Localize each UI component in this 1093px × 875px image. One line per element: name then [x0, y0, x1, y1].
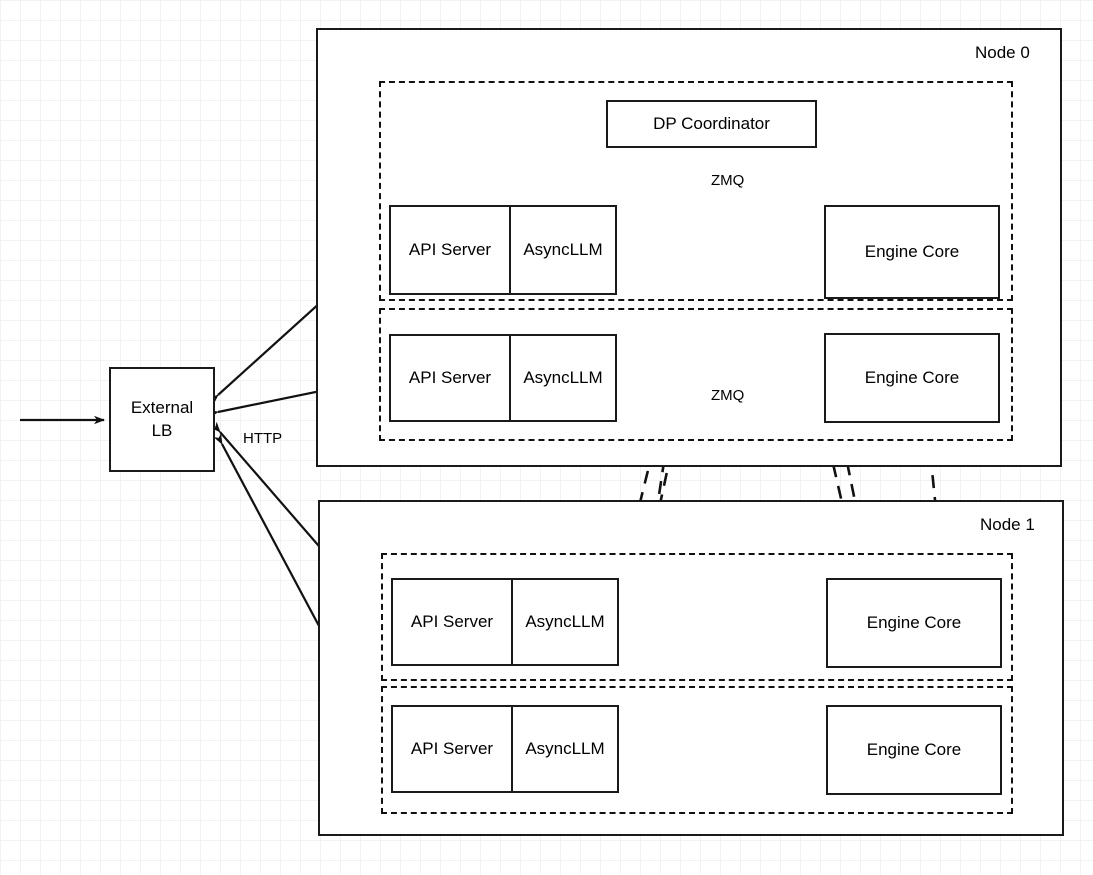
- node-1-rank-1-group: [381, 686, 1013, 814]
- node-0-label: Node 0: [975, 43, 1030, 62]
- node-0-rank-0-group: [379, 81, 1013, 301]
- external-lb-label: External LB: [131, 397, 193, 443]
- external-lb-line1: External: [130, 397, 194, 417]
- node-0-rank-0-engine-core-label: Engine Core: [864, 242, 960, 261]
- node-0-rank-1-engine-core-box[interactable]: Engine Core: [824, 333, 1000, 423]
- node-1-label: Node 1: [980, 515, 1035, 534]
- node-1-rank-1-api-server-box[interactable]: API Server AsyncLLM: [391, 705, 619, 793]
- node-1-rank-0-group: [381, 553, 1013, 681]
- node-1-rank-0-api-server-label: API Server: [410, 612, 494, 631]
- node-1-rank-0-api-server-box[interactable]: API Server AsyncLLM: [391, 578, 619, 666]
- dp-coordinator-label: DP Coordinator: [653, 114, 770, 133]
- node-0-rank-1-api-server-label: API Server: [408, 368, 492, 387]
- node-1-rank-1-api-server-label: API Server: [410, 739, 494, 758]
- node-1-rank-1-engine-core-box[interactable]: Engine Core: [826, 705, 1002, 795]
- node-1-rank-1-engine-core-label: Engine Core: [866, 740, 962, 759]
- external-lb-line2: LB: [151, 420, 173, 440]
- zmq-label-node-0-top: ZMQ: [711, 172, 745, 189]
- dp-coordinator-box[interactable]: DP Coordinator: [606, 100, 817, 148]
- node-0-rank-1-engine-core-label: Engine Core: [864, 368, 960, 387]
- node-0-rank-0-asyncllm-label: AsyncLLM: [509, 207, 615, 293]
- node-1-rank-0-engine-core-label: Engine Core: [866, 613, 962, 632]
- node-0-rank-1-group: [379, 308, 1013, 441]
- node-0-rank-0-api-server-box[interactable]: API Server AsyncLLM: [389, 205, 617, 295]
- node-1-rank-0-asyncllm-label: AsyncLLM: [511, 580, 617, 664]
- node-0-rank-1-asyncllm-label: AsyncLLM: [509, 336, 615, 420]
- node-1-rank-0-engine-core-box[interactable]: Engine Core: [826, 578, 1002, 668]
- node-1-rank-1-asyncllm-label: AsyncLLM: [511, 707, 617, 791]
- zmq-label-node-0-bottom: ZMQ: [711, 387, 745, 404]
- external-lb-box[interactable]: External LB: [109, 367, 215, 472]
- node-0-rank-0-engine-core-box[interactable]: Engine Core: [824, 205, 1000, 299]
- node-0-rank-1-api-server-box[interactable]: API Server AsyncLLM: [389, 334, 617, 422]
- http-label: HTTP: [243, 430, 283, 447]
- node-0-rank-0-api-server-label: API Server: [408, 240, 492, 259]
